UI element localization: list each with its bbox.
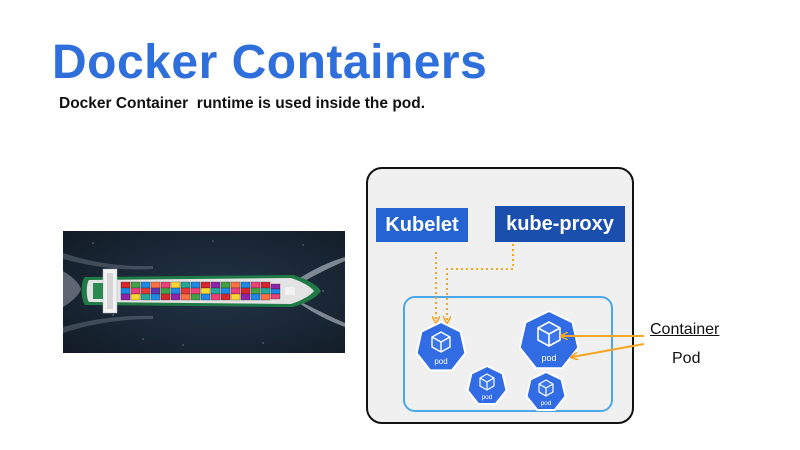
page-title: Docker Containers [52, 36, 488, 89]
pod-text: pod [541, 400, 552, 407]
pod-label: Pod [672, 350, 701, 367]
cube-icon [479, 373, 495, 391]
cube-icon [537, 321, 561, 347]
pod-text: pod [482, 394, 493, 401]
pod-text: pod [434, 357, 447, 366]
pod-icon: pod [466, 364, 508, 405]
kube-proxy-connector [447, 244, 514, 322]
cube-icon [431, 331, 451, 353]
container-ship-image [63, 231, 345, 353]
container-label: Container [650, 321, 720, 338]
pod-icon: pod [518, 309, 580, 370]
pod-icon: pod [415, 320, 467, 372]
cube-icon [538, 379, 554, 397]
pod-arrow [572, 343, 645, 357]
pod-icon: pod [525, 370, 567, 411]
pod-text: pod [541, 353, 556, 363]
page-subtitle: Docker Container runtime is used inside … [59, 95, 426, 112]
kube-proxy-label: kube-proxy [495, 206, 625, 242]
kubelet-label: Kubelet [376, 208, 468, 242]
pod-group-box [403, 296, 613, 412]
